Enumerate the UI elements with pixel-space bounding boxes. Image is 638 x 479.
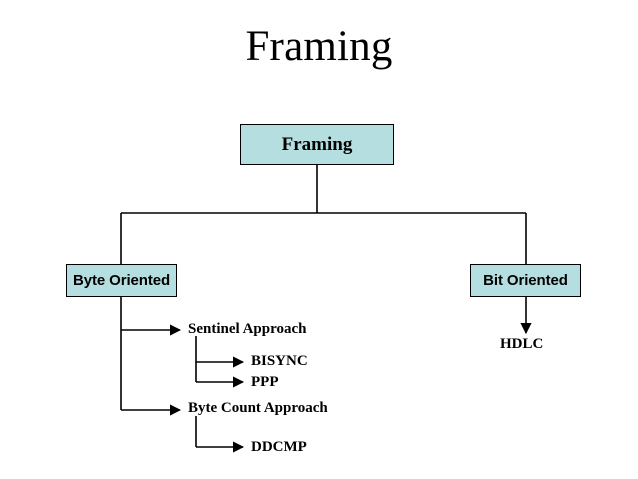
node-byte-count-approach[interactable]: Byte Count Approach — [188, 400, 328, 416]
node-ddcmp[interactable]: DDCMP — [251, 439, 307, 455]
node-hdlc[interactable]: HDLC — [500, 336, 544, 352]
node-ppp[interactable]: PPP — [251, 374, 279, 390]
node-framing[interactable]: Framing — [240, 124, 394, 165]
page-title: Framing — [245, 23, 393, 70]
node-bisync[interactable]: BISYNC — [251, 353, 308, 369]
node-sentinel-approach[interactable]: Sentinel Approach — [188, 321, 307, 337]
node-bit-oriented[interactable]: Bit Oriented — [470, 264, 581, 297]
node-byte-oriented[interactable]: Byte Oriented — [66, 264, 177, 297]
